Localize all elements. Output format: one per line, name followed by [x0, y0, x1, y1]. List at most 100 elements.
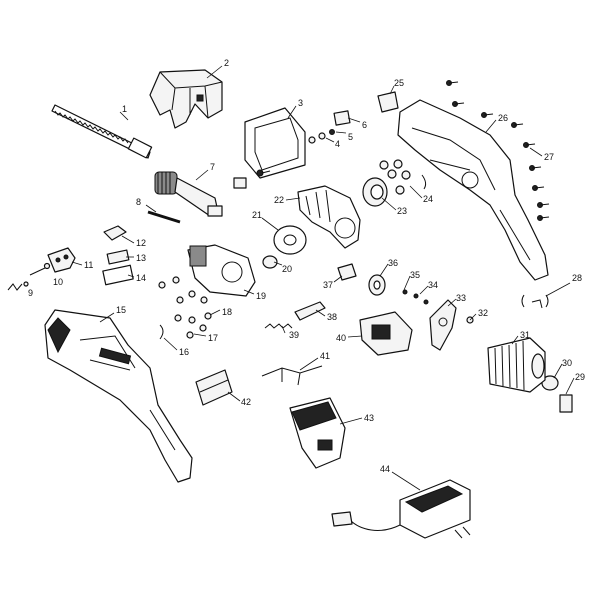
callout-8: 8 — [136, 197, 157, 213]
callout-11: 11 — [71, 260, 93, 270]
callout-23: 23 — [381, 197, 407, 216]
callout-44: 44 — [380, 464, 421, 491]
callout-30: 30 — [553, 358, 572, 379]
bearing — [362, 177, 388, 207]
svg-text:9: 9 — [28, 288, 33, 298]
svg-text:21: 21 — [252, 210, 262, 220]
gear-small — [262, 255, 278, 269]
callout-28: 28 — [545, 273, 582, 297]
svg-text:27: 27 — [544, 152, 554, 162]
svg-text:7: 7 — [210, 162, 215, 172]
led-holder — [377, 91, 399, 113]
callout-20: 20 — [273, 261, 292, 274]
svg-text:4: 4 — [335, 139, 340, 149]
housing-right — [397, 99, 549, 281]
callout-39: 39 — [281, 325, 299, 340]
callout-4: 4 — [325, 137, 340, 149]
battery-latch — [195, 369, 233, 406]
screw-small — [256, 169, 271, 177]
callout-10: 10 — [53, 277, 63, 287]
callout-17: 17 — [193, 333, 218, 343]
svg-text:25: 25 — [394, 78, 404, 88]
svg-text:41: 41 — [320, 351, 330, 361]
callout-24: 24 — [409, 185, 433, 204]
svg-text:22: 22 — [274, 195, 284, 205]
callout-33: 33 — [447, 293, 466, 307]
svg-text:31: 31 — [520, 330, 530, 340]
svg-text:23: 23 — [397, 206, 407, 216]
svg-text:12: 12 — [136, 238, 146, 248]
callout-12: 12 — [121, 235, 146, 248]
callout-36: 36 — [379, 258, 398, 277]
callout-41: 41 — [299, 351, 330, 371]
screw-group — [158, 276, 212, 339]
pin-set — [308, 129, 335, 144]
svg-text:13: 13 — [136, 253, 146, 263]
svg-text:19: 19 — [256, 291, 266, 301]
svg-text:11: 11 — [84, 260, 93, 270]
bearing-small — [368, 274, 386, 296]
callout-3: 3 — [287, 98, 303, 119]
svg-text:33: 33 — [456, 293, 466, 303]
svg-text:35: 35 — [410, 270, 420, 280]
callout-14: 14 — [127, 273, 146, 283]
pinion — [337, 263, 357, 281]
brush-holder — [429, 299, 457, 351]
clip-pair — [521, 294, 549, 309]
callout-15: 15 — [99, 305, 126, 323]
callout-31: 31 — [511, 330, 530, 345]
wire-bracket — [261, 365, 323, 386]
blade-shoe — [149, 69, 223, 129]
svg-text:18: 18 — [222, 307, 232, 317]
svg-text:34: 34 — [428, 280, 438, 290]
guide-plate — [244, 107, 306, 179]
svg-text:2: 2 — [224, 58, 229, 68]
callout-34: 34 — [419, 280, 438, 295]
housing-screws — [446, 80, 550, 221]
svg-text:37: 37 — [323, 280, 333, 290]
square-nut — [233, 177, 247, 189]
callout-26: 26 — [485, 113, 508, 133]
svg-text:36: 36 — [388, 258, 398, 268]
svg-text:38: 38 — [327, 312, 337, 322]
callout-6: 6 — [347, 117, 367, 130]
callout-27: 27 — [529, 147, 554, 162]
callout-43: 43 — [339, 413, 374, 425]
callout-42: 42 — [227, 391, 251, 407]
svg-text:17: 17 — [208, 333, 218, 343]
svg-text:3: 3 — [298, 98, 303, 108]
gear-housing — [187, 244, 256, 297]
svg-text:24: 24 — [423, 194, 433, 204]
callout-38: 38 — [315, 309, 337, 322]
svg-text:15: 15 — [116, 305, 126, 315]
callout-35: 35 — [403, 270, 420, 291]
callout-25: 25 — [389, 78, 404, 95]
callout-2: 2 — [206, 58, 229, 79]
svg-text:28: 28 — [572, 273, 582, 283]
callout-19: 19 — [243, 289, 266, 301]
speed-switch — [294, 301, 326, 321]
svg-text:30: 30 — [562, 358, 572, 368]
callout-9: 9 — [28, 288, 33, 298]
clip-arc — [159, 324, 164, 340]
callout-29: 29 — [565, 372, 585, 395]
trigger-spring — [103, 225, 127, 241]
spindle — [154, 171, 223, 217]
plate-small — [333, 110, 351, 126]
housing-left — [44, 309, 193, 483]
screw-pair — [402, 289, 429, 305]
trigger-spring-rod — [264, 323, 293, 329]
lock-lever — [47, 247, 76, 273]
svg-text:29: 29 — [575, 372, 585, 382]
svg-text:16: 16 — [179, 347, 189, 357]
callout-13: 13 — [126, 253, 146, 263]
svg-text:42: 42 — [241, 397, 251, 407]
callout-22: 22 — [274, 195, 301, 205]
svg-text:43: 43 — [364, 413, 374, 423]
callout-18: 18 — [209, 307, 232, 317]
charger — [331, 479, 471, 539]
callout-37: 37 — [323, 275, 343, 290]
svg-text:10: 10 — [53, 277, 63, 287]
spring-clip — [7, 262, 51, 291]
